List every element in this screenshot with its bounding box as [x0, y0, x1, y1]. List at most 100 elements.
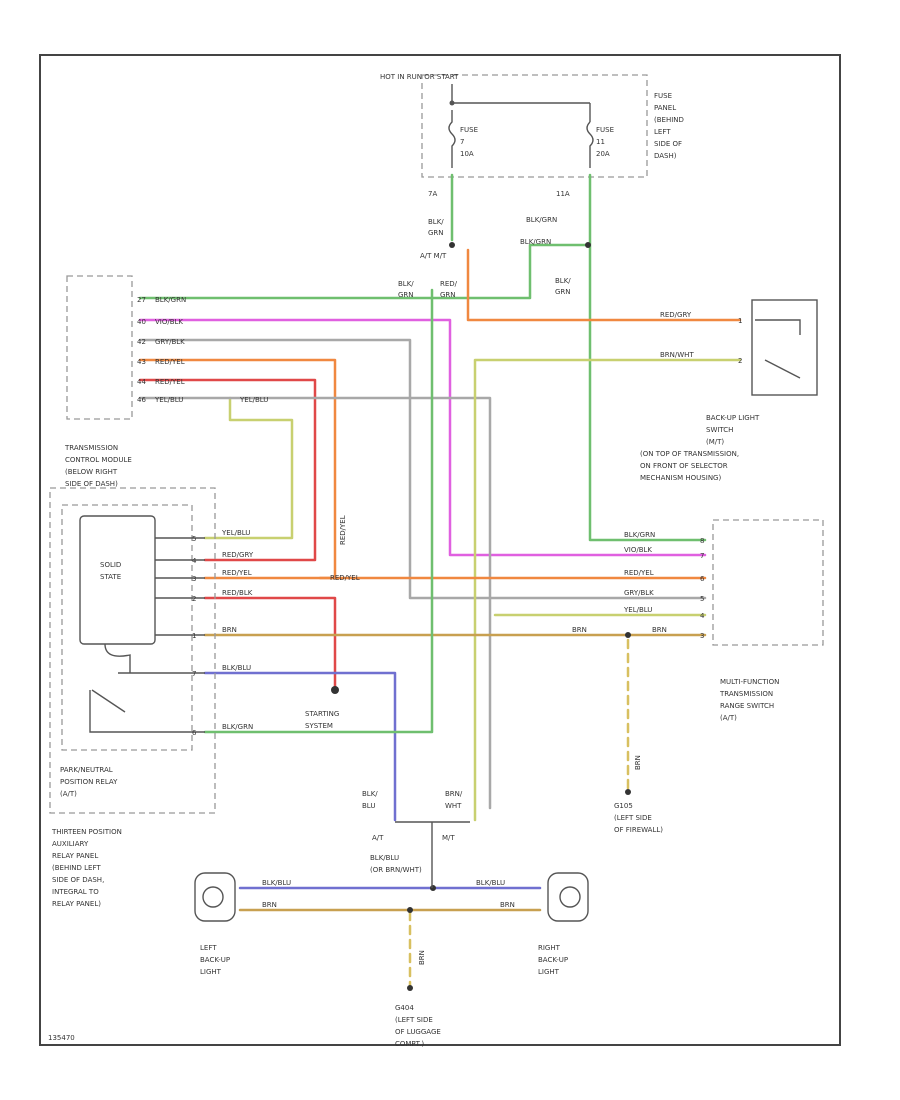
red-yel-mid-label: RED/YEL	[330, 574, 360, 582]
relay-pin-6: 6	[192, 729, 197, 737]
pn-relay-2: POSITION RELAY	[60, 778, 118, 786]
aux-panel-1: THIRTEEN POSITION	[51, 828, 122, 836]
blk-grn-right3-label-1: BLK/	[555, 277, 571, 285]
starting-system-2: SYSTEM	[305, 722, 333, 730]
left-backup-light: BLK/BLU BRN LEFT BACK-UP LIGHT	[194, 872, 291, 976]
right-wire-2: BRN	[500, 901, 515, 909]
backup-switch-1: BACK-UP LIGHT	[706, 414, 760, 422]
tcm-pin-42: 42	[137, 338, 146, 346]
fuse-panel-label-4: LEFT	[654, 128, 671, 136]
pn-relay-3: (A/T)	[60, 790, 77, 798]
g404-label-1: G404	[395, 1004, 414, 1012]
blk-red-grn-label-2: GRN	[398, 291, 414, 299]
fuse-panel-label-1: FUSE	[654, 92, 672, 100]
fuse-panel-label-2: PANEL	[654, 104, 676, 112]
backup-light-switch: RED/GRY BRN/WHT 1 2 BACK-UP LIGHT SWITCH…	[640, 299, 818, 482]
hot-in-run-label: HOT IN RUN OR START	[380, 73, 459, 81]
relay-wire-7: BLK/BLU	[222, 664, 251, 672]
aux-panel-4: (BEHIND LEFT	[52, 864, 101, 872]
left-backup-2: BACK-UP	[200, 956, 230, 964]
mfs-name-2: TRANSMISSION	[719, 690, 773, 698]
tcm-name-4: SIDE OF DASH)	[65, 480, 118, 488]
relay-wire-3: RED/YEL	[222, 569, 252, 577]
fuse-11-label-3: 20A	[596, 150, 610, 158]
multi-function-switch: BLK/GRN VIO/BLK RED/YEL GRY/BLK YEL/BLU …	[623, 519, 824, 722]
brn-bottom-v-label: BRN	[418, 950, 426, 965]
blk-grn-label-2: GRN	[428, 229, 444, 237]
relay-pin-4: 4	[192, 557, 197, 565]
mfs-pin-5: 5	[700, 595, 704, 603]
g105-ground	[625, 789, 631, 795]
relay-pin-7: 7	[192, 670, 196, 678]
mfs-pin-6: 6	[700, 575, 705, 583]
fuse-panel-label-3: (BEHIND	[654, 116, 684, 124]
tcm-wire-27: BLK/GRN	[155, 296, 186, 304]
tcm-pin-27: 27	[137, 296, 146, 304]
backup-switch-6: MECHANISM HOUSING)	[640, 474, 721, 482]
g404-ground	[407, 985, 413, 991]
tcm-wire-42: GRY/BLK	[155, 338, 185, 346]
aux-panel-2: AUXILIARY	[52, 840, 89, 848]
backup-switch-2: SWITCH	[706, 426, 733, 434]
relay-pin-1: 1	[192, 632, 196, 640]
right-backup-3: LIGHT	[538, 968, 560, 976]
pin-11a-label: 11A	[556, 190, 570, 198]
mfs-name-1: MULTI-FUNCTION	[720, 678, 779, 686]
backup-switch-4: (ON TOP OF TRANSMISSION,	[640, 450, 739, 458]
brn-wht-bottom-2: WHT	[445, 802, 462, 810]
brn-vertical-label: BRN	[634, 755, 642, 770]
right-backup-light: BLK/BLU BRN RIGHT BACK-UP LIGHT	[476, 872, 589, 976]
tcm-name-1: TRANSMISSION	[64, 444, 118, 452]
right-wire-1: BLK/BLU	[476, 879, 505, 887]
mfs-wire-6: RED/YEL	[624, 569, 654, 577]
starting-system-dot	[331, 686, 339, 694]
mfs-pin-3: 3	[700, 632, 704, 640]
mfs-name-3: RANGE SWITCH	[720, 702, 774, 710]
aux-panel-3: RELAY PANEL	[52, 852, 98, 860]
solid-state-1: SOLID	[100, 561, 121, 569]
backup-wire-1: RED/GRY	[660, 311, 692, 319]
brn-right-label: BRN	[572, 626, 587, 634]
tcm-pin-43: 43	[137, 358, 146, 366]
wires	[138, 173, 742, 987]
backup-wire-2: BRN/WHT	[660, 351, 694, 359]
fuse-7-label-1: FUSE	[460, 126, 478, 134]
fuse-panel: HOT IN RUN OR START FUSE 7 10A FUSE 11 2…	[380, 73, 684, 178]
blk-blu-join-1: BLK/BLU	[370, 854, 399, 862]
relay-wire-5: YEL/BLU	[221, 529, 250, 537]
right-backup-2: BACK-UP	[538, 956, 568, 964]
fuse-7-label-2: 7	[460, 138, 464, 146]
left-backup-1: LEFT	[200, 944, 217, 952]
tcm-wire-44: RED/YEL	[155, 378, 185, 386]
tcm-wire-43: RED/YEL	[155, 358, 185, 366]
right-backup-1: RIGHT	[538, 944, 561, 952]
diagram-frame	[39, 54, 841, 1046]
blk-blu-bottom-1: BLK/	[362, 790, 378, 798]
mfs-pin-8: 8	[700, 537, 704, 545]
mfs-wire-7: VIO/BLK	[624, 546, 652, 554]
tcm-pin-46: 46	[137, 396, 146, 404]
relay-pin-2: 2	[192, 595, 196, 603]
fuse-7-label-3: 10A	[460, 150, 474, 158]
backup-switch-5: ON FRONT OF SELECTOR	[640, 462, 728, 470]
aux-panel-7: RELAY PANEL)	[52, 900, 101, 908]
at-mt-label: A/T M/T	[420, 252, 447, 260]
transmission-control-module: 27 BLK/GRN 40 VIO/BLK 42 GRY/BLK 43 RED/…	[64, 275, 268, 488]
aux-panel-5: SIDE OF DASH,	[52, 876, 104, 884]
tcm-name-2: CONTROL MODULE	[65, 456, 132, 464]
blk-grn-label-1: BLK/	[428, 218, 444, 226]
fuse-11-label-1: FUSE	[596, 126, 614, 134]
left-backup-3: LIGHT	[200, 968, 222, 976]
mfs-pin-4: 4	[700, 612, 705, 620]
mfs-name-4: (A/T)	[720, 714, 737, 722]
mfs-pin-7: 7	[700, 552, 704, 560]
left-wire-1: BLK/BLU	[262, 879, 291, 887]
red-grn-label-2: GRN	[440, 291, 456, 299]
backup-pin-1: 1	[738, 317, 742, 325]
backup-switch-3: (M/T)	[706, 438, 724, 446]
g404-label-4: COMPT.)	[395, 1040, 424, 1048]
pn-relay-1: PARK/NEUTRAL	[60, 766, 113, 774]
aux-panel-6: INTEGRAL TO	[52, 888, 99, 896]
mfs-wire-8: BLK/GRN	[624, 531, 655, 539]
tcm-pin-40: 40	[137, 318, 146, 326]
